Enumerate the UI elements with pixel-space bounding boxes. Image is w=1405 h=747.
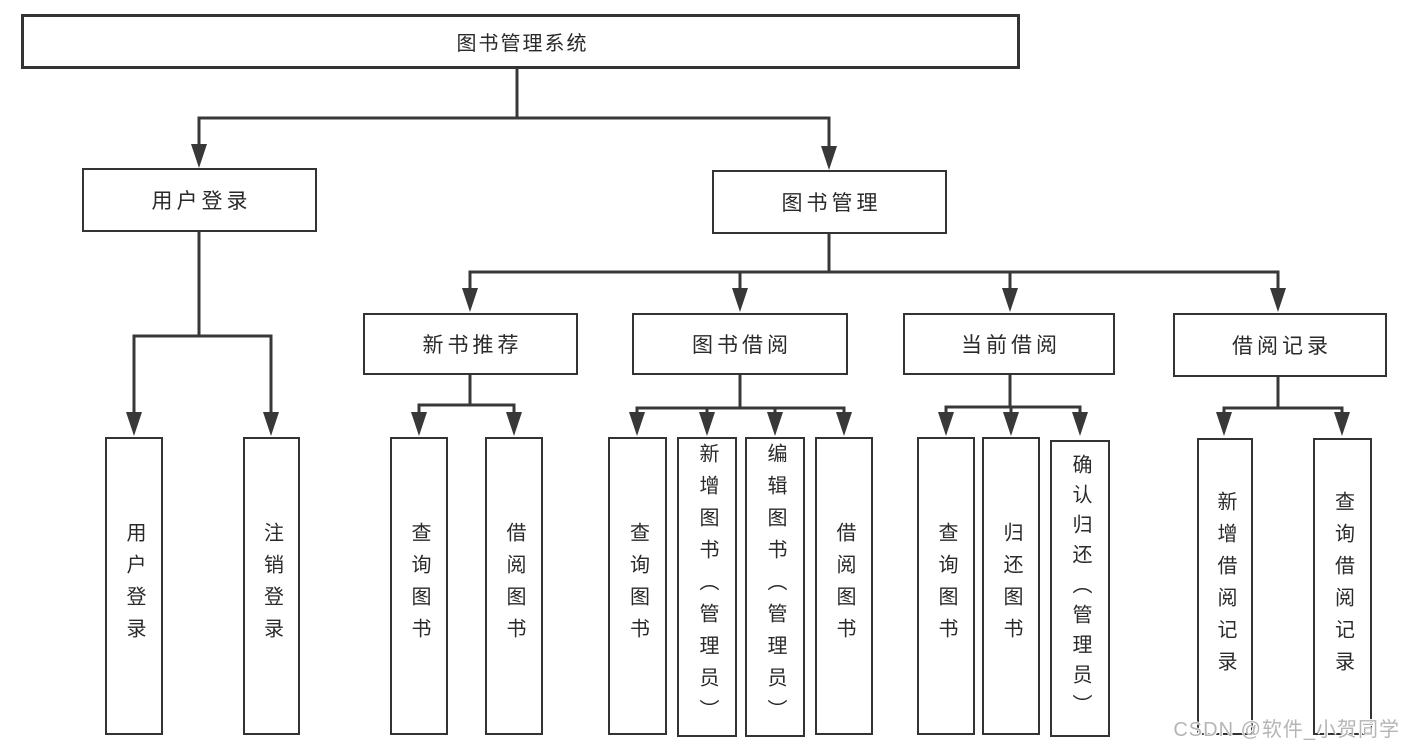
arrowhead-book-borrow: [732, 288, 748, 312]
node-root-system: 图书管理系统: [21, 14, 1020, 69]
arrowhead-nb-borrow: [506, 412, 522, 436]
node-root-label: 图书管理系统: [456, 33, 589, 55]
node-book-borrowing-label: 图书借阅: [692, 334, 792, 357]
leaf-confirm-return-admin-label: 确认归还（管理员）: [1069, 453, 1091, 724]
node-new-book-recommendation-label: 新书推荐: [422, 334, 523, 357]
leaf-add-borrow-record-label: 新增借阅记录: [1214, 490, 1236, 683]
node-current-borrowing-label: 当前借阅: [961, 334, 1061, 357]
leaf-user-login: 用户登录: [105, 437, 163, 735]
leaf-confirm-return-admin: 确认归还（管理员）: [1050, 440, 1110, 737]
arrowhead-user-login: [191, 144, 207, 168]
arrowhead-borrow-records: [1270, 288, 1286, 312]
leaf-logout: 注销登录: [243, 437, 300, 735]
leaf-query-books-current: 查询图书: [917, 437, 975, 735]
node-user-login: 用户登录: [82, 168, 317, 232]
arrowhead-cur-confirm: [1072, 412, 1088, 436]
leaf-add-borrow-record: 新增借阅记录: [1197, 438, 1253, 735]
arrowhead-new-book: [462, 288, 478, 312]
arrowhead-bw-borrow: [836, 412, 852, 436]
arrowhead-rec-query: [1334, 412, 1350, 436]
arrowhead-leaf-login: [126, 412, 142, 436]
leaf-query-books-borrow: 查询图书: [608, 437, 667, 735]
arrowhead-bw-edit: [767, 412, 783, 436]
leaf-query-books-recommend-label: 查询图书: [408, 522, 430, 650]
arrowhead-leaf-logout: [263, 412, 279, 436]
node-book-management: 图书管理: [712, 170, 947, 234]
leaf-query-borrow-record-label: 查询借阅记录: [1331, 490, 1354, 683]
leaf-return-books-label: 归还图书: [1000, 522, 1022, 650]
leaf-query-books-recommend: 查询图书: [390, 437, 448, 735]
leaf-query-books-current-label: 查询图书: [935, 522, 957, 650]
leaf-borrow-books-borrow-label: 借阅图书: [833, 522, 855, 650]
csdn-watermark: CSDN @软件_小贺同学: [1173, 719, 1400, 741]
arrowhead-rec-add: [1216, 412, 1232, 436]
node-current-borrowing: 当前借阅: [903, 313, 1115, 375]
node-book-management-label: 图书管理: [781, 192, 882, 215]
arrowhead-current-borrow: [1002, 288, 1018, 312]
leaf-borrow-books-recommend-label: 借阅图书: [503, 522, 525, 650]
leaf-query-books-borrow-label: 查询图书: [626, 522, 649, 650]
leaf-add-books-admin: 新增图书（管理员）: [677, 437, 737, 737]
node-user-login-label: 用户登录: [151, 190, 252, 213]
node-book-borrowing: 图书借阅: [632, 313, 848, 375]
node-new-book-recommendation: 新书推荐: [363, 313, 578, 375]
arrowhead-book-management: [821, 146, 837, 170]
leaf-edit-books-admin: 编辑图书（管理员）: [745, 437, 805, 737]
leaf-add-books-admin-label: 新增图书（管理员）: [696, 443, 718, 731]
leaf-query-borrow-record: 查询借阅记录: [1313, 438, 1372, 735]
arrowhead-nb-query: [411, 412, 427, 436]
leaf-user-login-label: 用户登录: [123, 522, 145, 650]
node-borrowing-records-label: 借阅记录: [1232, 335, 1332, 358]
leaf-return-books: 归还图书: [982, 437, 1040, 735]
arrowhead-bw-query: [629, 412, 645, 436]
leaf-edit-books-admin-label: 编辑图书（管理员）: [764, 443, 786, 731]
arrowhead-cur-query: [938, 412, 954, 436]
arrowhead-cur-return: [1003, 412, 1019, 436]
node-borrowing-records: 借阅记录: [1173, 313, 1387, 377]
leaf-borrow-books-recommend: 借阅图书: [485, 437, 543, 735]
arrowhead-bw-add: [699, 412, 715, 436]
leaf-borrow-books-borrow: 借阅图书: [815, 437, 873, 735]
leaf-logout-label: 注销登录: [260, 522, 283, 650]
